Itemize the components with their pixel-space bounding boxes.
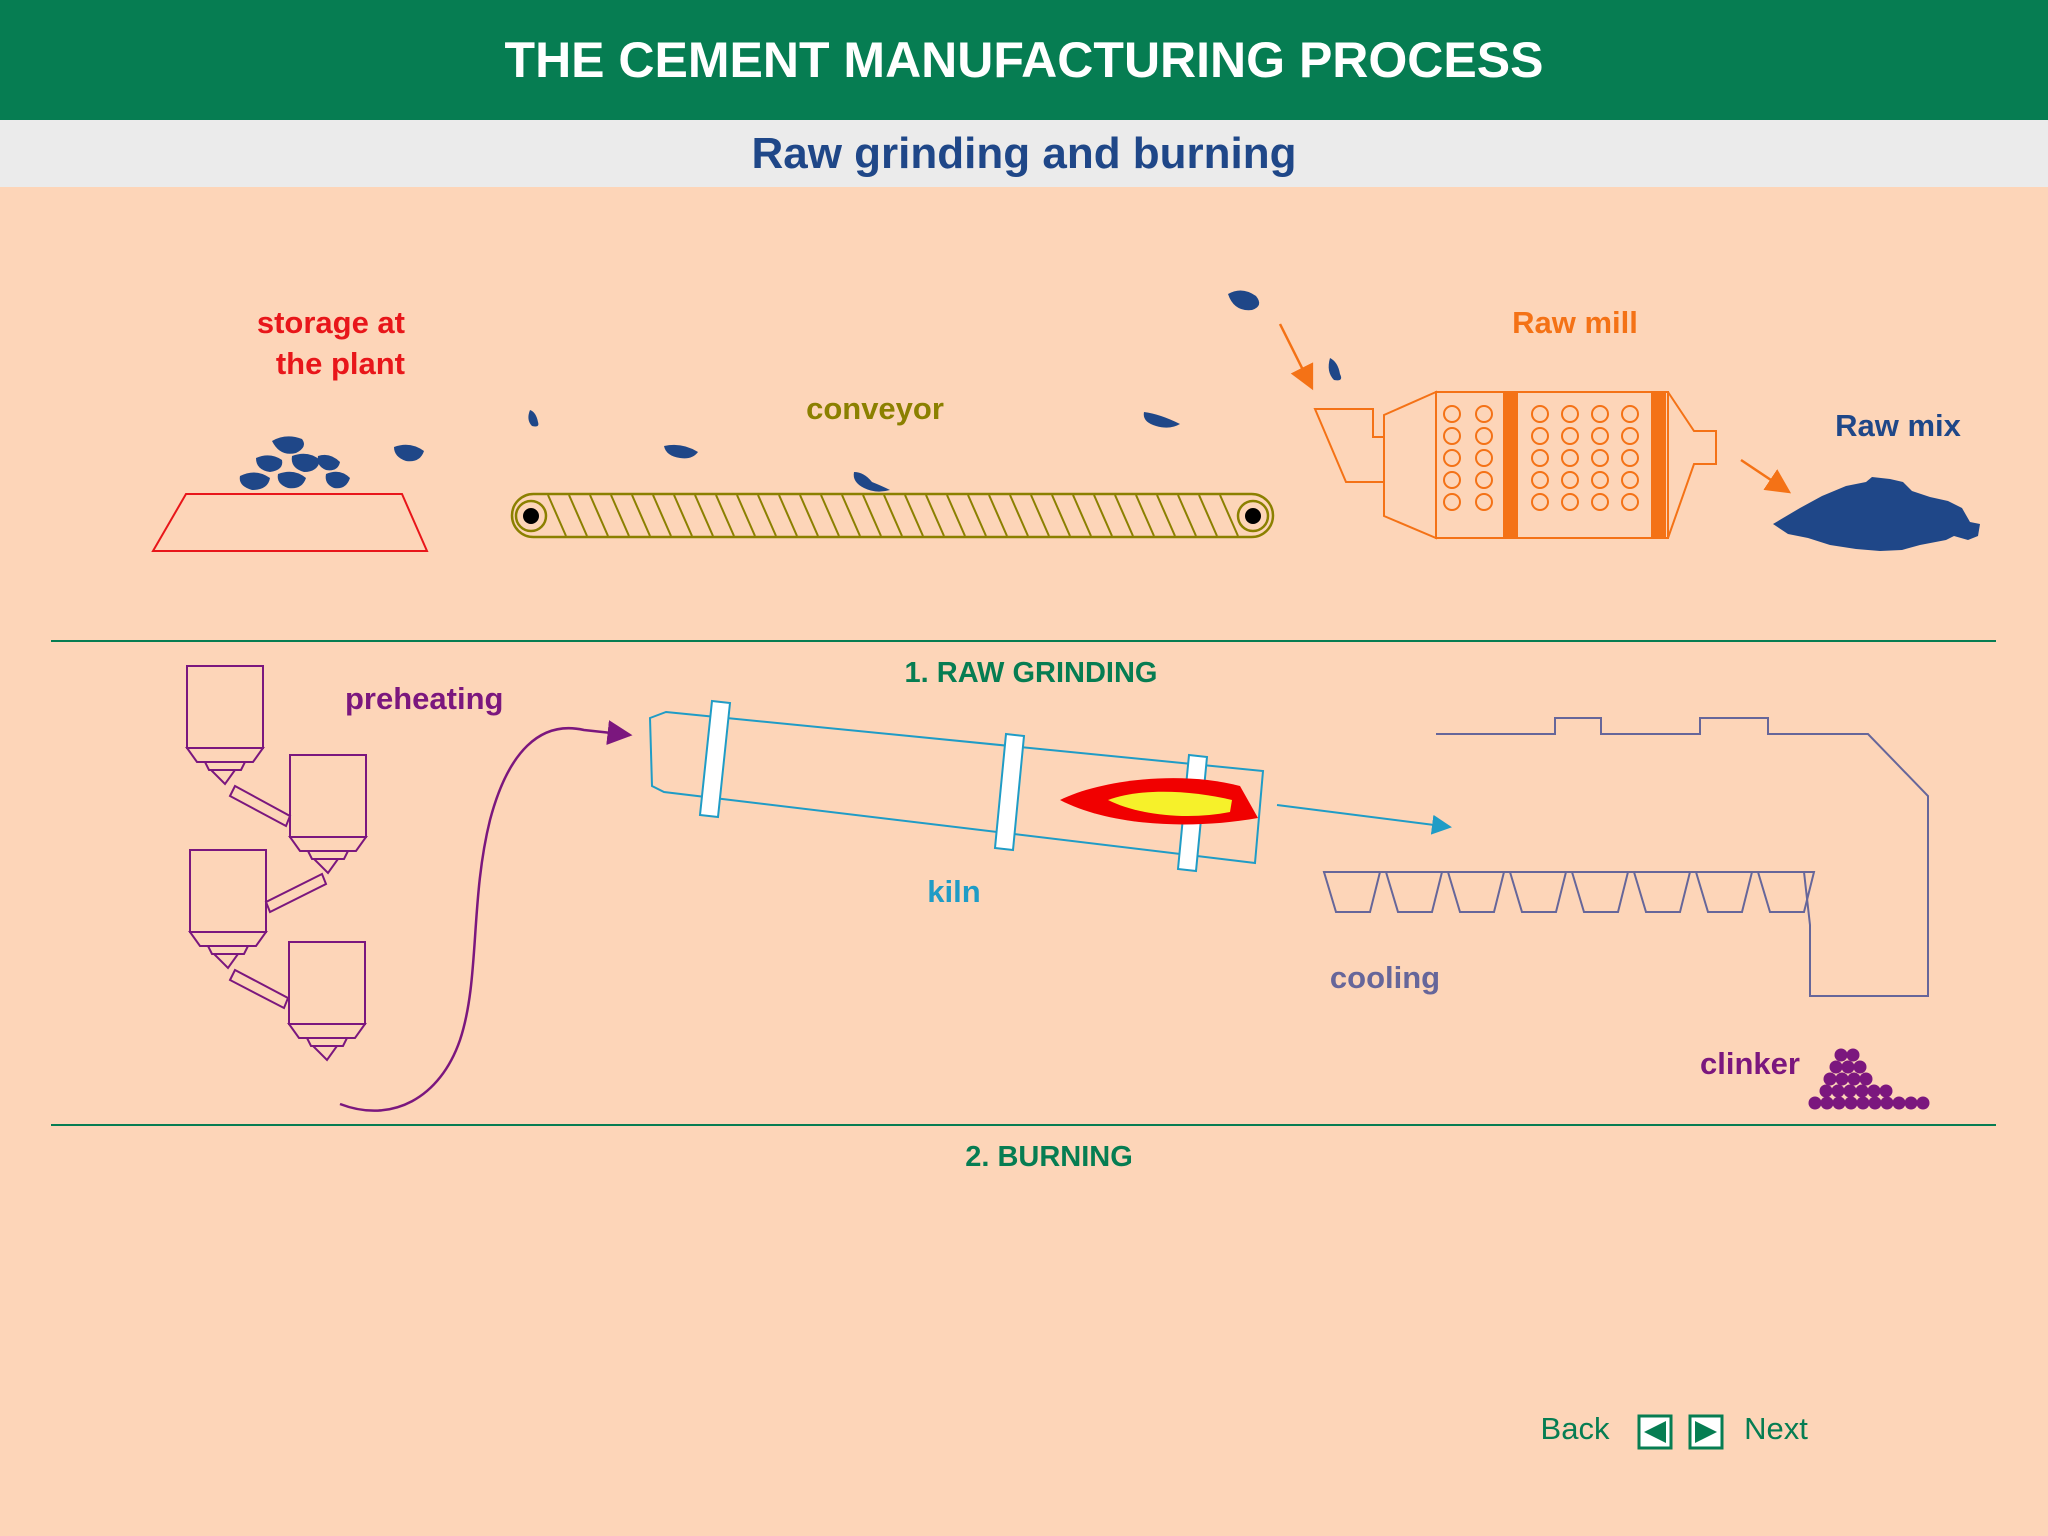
section-raw-grinding: 1. RAW GRINDING [905, 657, 1158, 689]
section-burning: 2. BURNING [965, 1141, 1133, 1173]
storage-pile [151, 436, 429, 552]
kiln-label: kiln [927, 874, 980, 909]
back-label[interactable]: Back [1541, 1411, 1610, 1446]
raw-mill-label: Raw mill [1512, 305, 1638, 340]
clinker-cooler [1322, 717, 1929, 997]
back-button[interactable]: Back [1541, 1411, 1673, 1450]
conveyor-belt [510, 492, 1275, 539]
preheater-tower [185, 665, 368, 1062]
rotary-kiln [648, 699, 1452, 873]
feed-to-kiln-arrow [339, 720, 633, 1112]
conveyor-rocks [528, 290, 1342, 492]
next-label[interactable]: Next [1744, 1411, 1808, 1446]
raw-mix-label: Raw mix [1835, 408, 1962, 443]
conveyor-label: conveyor [806, 391, 944, 426]
raw-mix-pile [1773, 477, 1980, 551]
page-subtitle: Raw grinding and burning [0, 120, 2048, 187]
storage-label-line2: the plant [276, 346, 405, 381]
triangle-left-icon[interactable] [1637, 1414, 1673, 1450]
clinker-pile [1808, 1048, 1930, 1110]
triangle-right-icon[interactable] [1688, 1414, 1724, 1450]
page-title: THE CEMENT MANUFACTURING PROCESS [0, 0, 2048, 120]
raw-mill [1313, 390, 1717, 540]
cooling-label: cooling [1330, 960, 1440, 995]
next-button[interactable]: Next [1688, 1411, 1808, 1450]
preheating-label: preheating [345, 681, 503, 716]
clinker-label: clinker [1700, 1046, 1800, 1081]
storage-label-line1: storage at [257, 305, 405, 340]
